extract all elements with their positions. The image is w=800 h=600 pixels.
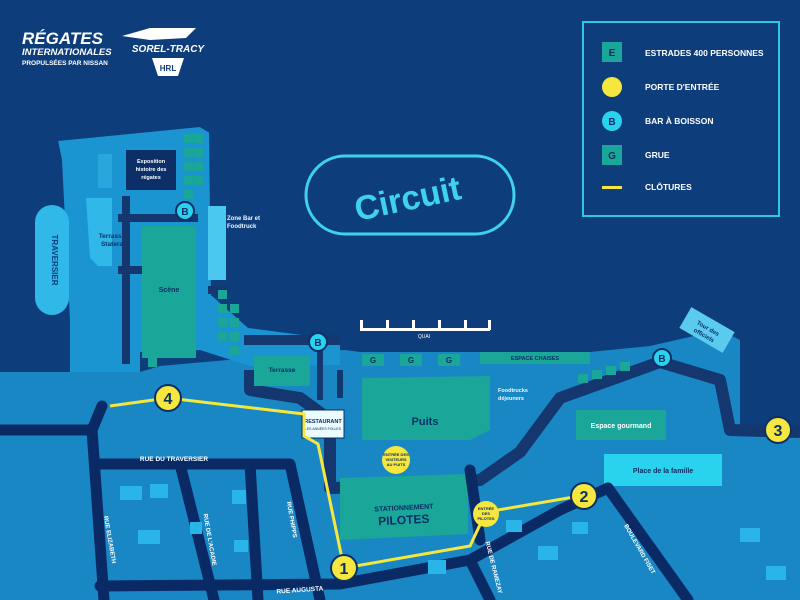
expo-label-2: histoire des xyxy=(136,167,167,173)
grue-symbol-3: G xyxy=(446,356,452,365)
bar-marker-east[interactable] xyxy=(652,348,672,368)
legend-box: E ESTRADES 400 PERSONNES PORTE D'ENTRÉE … xyxy=(582,21,780,217)
expo-box xyxy=(126,150,176,190)
traversier-label: TRAVERSIER xyxy=(50,235,59,286)
gate-2[interactable]: 2 xyxy=(570,482,598,510)
legend-bar-letter: B xyxy=(608,117,615,128)
restaurant-label-2: LES ANNÉES FOLLES xyxy=(305,426,342,431)
expo-label-1: Exposition xyxy=(137,159,166,165)
entree-pilotes-marker[interactable] xyxy=(473,501,499,527)
quai-label: QUAI xyxy=(418,334,430,340)
rue-traversier-label: RUE DU TRAVERSIER xyxy=(140,456,208,463)
entree-pilotes-2: DES xyxy=(482,511,491,516)
legend-gate-symbol xyxy=(602,77,622,97)
stationnement-label: STATIONNEMENT xyxy=(374,503,434,513)
gate-3-number: 3 xyxy=(774,423,783,440)
quai xyxy=(360,320,491,331)
logo-hrl-text: HRL xyxy=(160,64,177,73)
zone-bar-label-1: Zone Bar et xyxy=(227,216,260,222)
logo-regates-line2: INTERNATIONALES xyxy=(22,47,112,58)
terrasse-statera-2: Statera xyxy=(101,241,123,248)
legend-bar-label: BAR À BOISSON xyxy=(645,116,713,126)
grue-symbol-2: G xyxy=(408,356,414,365)
bar-symbol-north: B xyxy=(181,207,188,218)
estrades-east xyxy=(578,362,630,383)
bar-marker-terrasse[interactable] xyxy=(308,332,328,352)
bar-symbol-terrasse: B xyxy=(314,338,321,349)
bar-marker-north[interactable] xyxy=(175,201,195,221)
terrasse-label: Terrasse xyxy=(269,367,296,374)
scene-area xyxy=(142,226,196,358)
gate-2-number: 2 xyxy=(580,489,589,506)
puits-area xyxy=(362,376,490,440)
gate-1[interactable]: 1 xyxy=(330,554,358,582)
gate-4-number: 4 xyxy=(164,391,173,408)
legend-fence-label: CLÔTURES xyxy=(645,181,692,192)
legend-bar-symbol xyxy=(602,111,622,131)
gate-4[interactable]: 4 xyxy=(154,384,182,412)
gate-1-number: 1 xyxy=(340,561,349,578)
logo-sorel: SOREL-TRACY HRL xyxy=(122,28,205,76)
legend-fence-symbol xyxy=(602,186,622,189)
foodtrucks-label-1: Foodtrucks xyxy=(498,388,528,394)
zone-bar-area xyxy=(208,206,226,280)
legend-grue-symbol xyxy=(602,145,622,165)
zone-bar-label-2: Foodtruck xyxy=(227,224,257,230)
place-famille-label: Place de la famille xyxy=(633,468,693,475)
estrades-top-column xyxy=(184,134,203,199)
stationnement-pilotes xyxy=(340,474,468,540)
legend-grue-label: GRUE xyxy=(645,150,670,160)
terrasse-area xyxy=(254,356,310,386)
espace-gourmand-label: Espace gourmand xyxy=(591,423,652,430)
espace-chaises-label: ESPACE CHAISES xyxy=(511,356,560,362)
grue-symbol-1: G xyxy=(370,356,376,365)
entree-pilotes-3: PILOTES xyxy=(477,516,494,521)
legend-estrade-symbol xyxy=(602,42,622,62)
logo-sorel-text: SOREL-TRACY xyxy=(132,44,206,55)
logo-regates-line1: RÉGATES xyxy=(22,29,104,48)
foodtrucks-label-2: déjeuners xyxy=(498,396,524,402)
espace-chaises xyxy=(480,352,590,364)
scene-label: Scène xyxy=(159,287,180,294)
pilotes-label: PILOTES xyxy=(378,512,430,529)
legend-estrade-letter: E xyxy=(609,48,616,59)
bar-symbol-east: B xyxy=(658,354,665,365)
restaurant-box xyxy=(301,409,345,439)
entree-visiteurs-1: ENTRÉE DES xyxy=(383,452,409,457)
estrades-mid-column xyxy=(148,290,239,367)
entree-visiteurs-3: AU PUITS xyxy=(387,462,406,467)
legend-gate-label: PORTE D'ENTRÉE xyxy=(645,82,720,92)
logo-regates: RÉGATES INTERNATIONALES PROPULSÉES PAR N… xyxy=(22,29,112,67)
internal-path xyxy=(244,356,800,494)
place-famille xyxy=(604,454,722,486)
entree-pilotes-1: ENTRÉE xyxy=(478,506,495,511)
entree-visiteurs-2: VISITEURS xyxy=(385,457,406,462)
expo-label-3: régates xyxy=(141,175,161,181)
terrasse-statera-1: Terrasse xyxy=(99,233,126,240)
building-blocks xyxy=(120,484,786,580)
legend-grue-letter: G xyxy=(608,151,616,162)
puits-label: Puits xyxy=(412,416,439,428)
traversier-boat xyxy=(35,205,69,315)
tour-officiels xyxy=(679,307,735,353)
gate-3[interactable]: 3 xyxy=(764,416,792,444)
circuit-outline xyxy=(304,154,516,236)
grues xyxy=(362,354,460,366)
restaurant-label-1: RESTAURANT xyxy=(304,419,342,425)
logo-regates-line3: PROPULSÉES PAR NISSAN xyxy=(22,58,108,67)
legend-estrade-label: ESTRADES 400 PERSONNES xyxy=(645,48,764,58)
rue-augusta-label: RUE AUGUSTA xyxy=(276,585,324,595)
entree-visiteurs-marker[interactable] xyxy=(382,446,410,474)
espace-gourmand xyxy=(576,410,666,440)
terrasse-statera-block xyxy=(86,198,112,266)
